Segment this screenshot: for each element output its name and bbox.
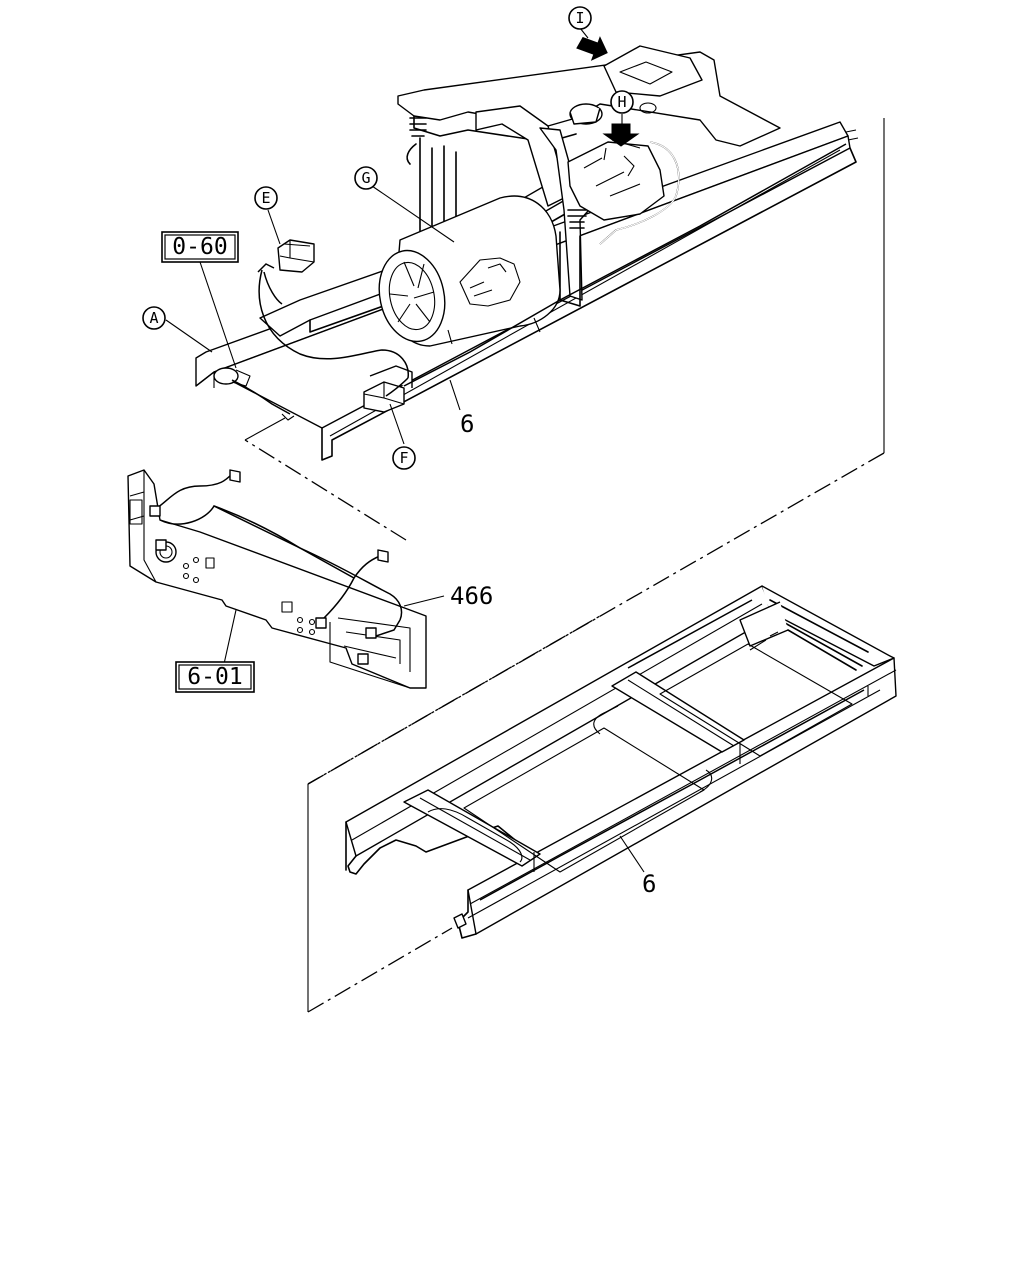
bumper-harness-466	[149, 469, 403, 665]
callout-g: G	[354, 166, 378, 190]
callout-i: I	[568, 6, 592, 30]
svg-text:6-01: 6-01	[187, 664, 242, 690]
connector-e	[277, 239, 315, 273]
upper-harness-6	[231, 129, 859, 421]
view-arrow-h	[602, 123, 640, 147]
view-arrow-i	[576, 36, 608, 61]
down-arrow-icon	[602, 123, 640, 147]
leader-lines	[165, 27, 645, 873]
bumper-assembly	[127, 469, 427, 689]
part-number-6-lower: 6	[642, 870, 656, 898]
svg-text:E: E	[261, 189, 270, 207]
svg-text:I: I	[575, 9, 584, 27]
callout-h: H	[610, 90, 634, 114]
lower-harness-6	[479, 599, 869, 901]
down-arrow-icon	[576, 36, 608, 61]
svg-text:H: H	[617, 93, 626, 111]
part-number-466: 466	[450, 582, 493, 610]
svg-text:0-60: 0-60	[172, 234, 227, 260]
callout-f: F	[392, 446, 416, 470]
upper-panel-frame	[244, 118, 885, 785]
svg-text:F: F	[399, 449, 408, 467]
callout-a: A	[142, 306, 166, 330]
reference-box-0-60: 0-60	[161, 231, 239, 263]
lower-chassis-frame	[345, 585, 897, 939]
reference-box-6-01: 6-01	[175, 661, 255, 693]
callout-e: E	[254, 186, 278, 210]
svg-text:G: G	[361, 169, 370, 187]
lower-panel-frame	[307, 615, 601, 1013]
part-number-6-upper: 6	[460, 410, 474, 438]
rear-compressor-unit	[567, 45, 703, 245]
traction-motor	[378, 195, 561, 347]
svg-text:A: A	[149, 309, 158, 327]
